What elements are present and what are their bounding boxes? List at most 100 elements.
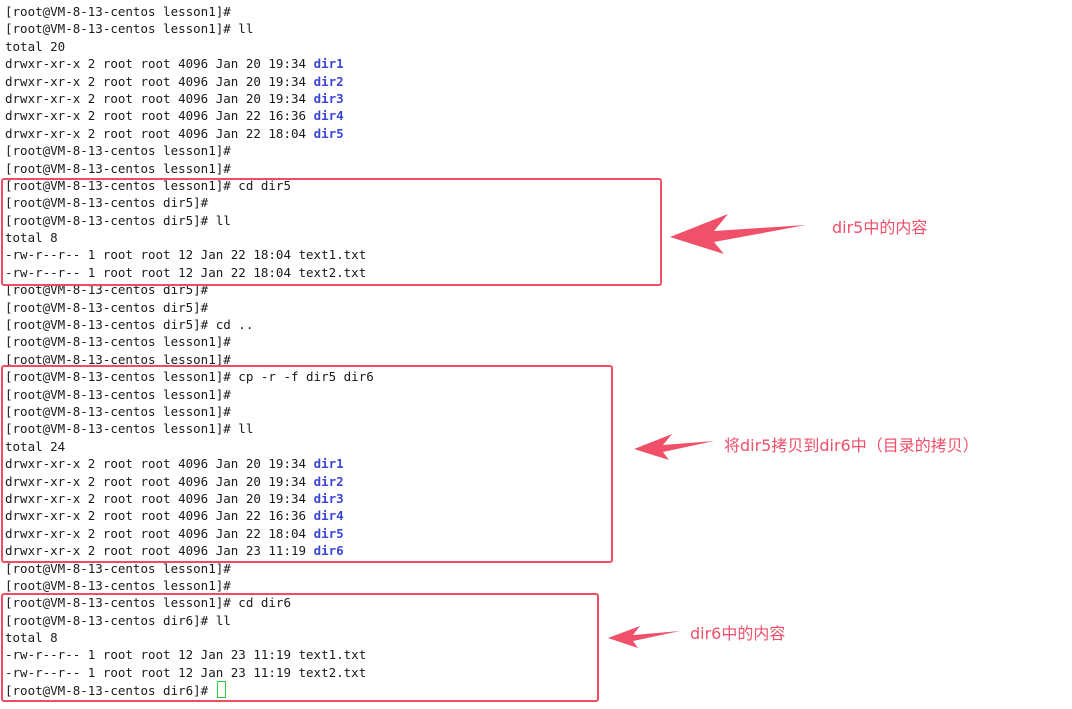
terminal-line: drwxr-xr-x 2 root root 4096 Jan 20 19:34… <box>5 55 374 72</box>
terminal-line: -rw-r--r-- 1 root root 12 Jan 22 18:04 t… <box>5 246 374 263</box>
terminal-output: [root@VM-8-13-centos lesson1]#[root@VM-8… <box>5 3 374 699</box>
terminal-line: [root@VM-8-13-centos dir5]# <box>5 194 374 211</box>
terminal-line-text: [root@VM-8-13-centos dir6]# ll <box>5 612 231 628</box>
terminal-line: total 8 <box>5 229 374 246</box>
terminal-line-text: [root@VM-8-13-centos lesson1]# <box>5 143 231 159</box>
directory-name: dir5 <box>313 125 344 141</box>
terminal-line-text: [root@VM-8-13-centos lesson1]# <box>5 577 231 593</box>
terminal-line-text: drwxr-xr-x 2 root root 4096 Jan 22 16:36 <box>5 108 314 124</box>
terminal-line: drwxr-xr-x 2 root root 4096 Jan 20 19:34… <box>5 490 374 507</box>
highlight-box-dir5 <box>1 178 662 286</box>
terminal-line-text: [root@VM-8-13-centos lesson1]# <box>5 334 231 350</box>
directory-name: dir6 <box>313 543 344 559</box>
terminal-line: [root@VM-8-13-centos lesson1]# cp -r -f … <box>5 368 374 385</box>
highlight-box-dir6 <box>1 593 599 702</box>
terminal-line-text: -rw-r--r-- 1 root root 12 Jan 23 11:19 t… <box>5 647 367 663</box>
terminal-line: [root@VM-8-13-centos dir5]# <box>5 281 374 298</box>
terminal-line-text: drwxr-xr-x 2 root root 4096 Jan 22 18:04 <box>5 525 314 541</box>
terminal-line: [root@VM-8-13-centos lesson1]# <box>5 577 374 594</box>
terminal-line: [root@VM-8-13-centos lesson1]# <box>5 142 374 159</box>
terminal-line: [root@VM-8-13-centos lesson1]# <box>5 3 374 20</box>
terminal-line: drwxr-xr-x 2 root root 4096 Jan 20 19:34… <box>5 73 374 90</box>
terminal-line-text: [root@VM-8-13-centos dir5]# <box>5 282 209 298</box>
terminal-line: [root@VM-8-13-centos lesson1]# <box>5 386 374 403</box>
arrow-left-icon <box>634 434 714 460</box>
terminal-line-text: [root@VM-8-13-centos lesson1]# ll <box>5 21 254 37</box>
terminal-line-text: [root@VM-8-13-centos lesson1]# ll <box>5 421 254 437</box>
cursor-icon <box>216 681 226 699</box>
terminal-line: total 20 <box>5 38 374 55</box>
terminal-line-text: drwxr-xr-x 2 root root 4096 Jan 20 19:34 <box>5 73 314 89</box>
terminal-line-text: -rw-r--r-- 1 root root 12 Jan 22 18:04 t… <box>5 247 367 263</box>
annotation-copy-dir5-to-dir6: 将dir5拷贝到dir6中（目录的拷贝） <box>724 436 979 455</box>
directory-name: dir3 <box>313 90 344 106</box>
terminal-line: [root@VM-8-13-centos lesson1]# <box>5 333 374 350</box>
directory-name: dir5 <box>313 525 344 541</box>
terminal-line-text: drwxr-xr-x 2 root root 4096 Jan 20 19:34 <box>5 490 314 506</box>
terminal-line: drwxr-xr-x 2 root root 4096 Jan 20 19:34… <box>5 455 374 472</box>
terminal-line: [root@VM-8-13-centos lesson1]# <box>5 351 374 368</box>
terminal-line: drwxr-xr-x 2 root root 4096 Jan 20 19:34… <box>5 90 374 107</box>
terminal-line-text: [root@VM-8-13-centos lesson1]# <box>5 4 231 19</box>
terminal-line-text: total 24 <box>5 438 66 454</box>
terminal-line: drwxr-xr-x 2 root root 4096 Jan 20 19:34… <box>5 473 374 490</box>
terminal-line-text: drwxr-xr-x 2 root root 4096 Jan 20 19:34 <box>5 456 314 472</box>
terminal-line-text: total 20 <box>5 38 66 54</box>
directory-name: dir3 <box>313 490 344 506</box>
terminal-line: drwxr-xr-x 2 root root 4096 Jan 22 18:04… <box>5 125 374 142</box>
terminal-line: [root@VM-8-13-centos lesson1]# cd dir5 <box>5 177 374 194</box>
terminal-line: -rw-r--r-- 1 root root 12 Jan 23 11:19 t… <box>5 646 374 663</box>
terminal-line-text: total 8 <box>5 230 58 246</box>
terminal-line: drwxr-xr-x 2 root root 4096 Jan 23 11:19… <box>5 542 374 559</box>
terminal-line-text: [root@VM-8-13-centos dir5]# <box>5 299 209 315</box>
terminal-line-text: [root@VM-8-13-centos dir5]# cd .. <box>5 317 254 333</box>
terminal-line: [root@VM-8-13-centos lesson1]# ll <box>5 20 374 37</box>
annotation-dir5-contents: dir5中的内容 <box>832 218 928 237</box>
terminal-line-text: [root@VM-8-13-centos dir5]# <box>5 195 209 211</box>
directory-name: dir4 <box>313 508 344 524</box>
terminal-line-text: -rw-r--r-- 1 root root 12 Jan 23 11:19 t… <box>5 664 367 680</box>
terminal-line-text: drwxr-xr-x 2 root root 4096 Jan 20 19:34 <box>5 473 314 489</box>
terminal-line: [root@VM-8-13-centos lesson1]# ll <box>5 420 374 437</box>
terminal-line-text: [root@VM-8-13-centos lesson1]# <box>5 560 231 576</box>
terminal-line: [root@VM-8-13-centos lesson1]# <box>5 560 374 577</box>
terminal-line: [root@VM-8-13-centos dir5]# cd .. <box>5 316 374 333</box>
highlight-box-copy <box>1 365 613 563</box>
terminal-line-text: drwxr-xr-x 2 root root 4096 Jan 20 19:34 <box>5 56 314 72</box>
terminal-line: drwxr-xr-x 2 root root 4096 Jan 22 16:36… <box>5 107 374 124</box>
directory-name: dir1 <box>313 456 344 472</box>
arrow-left-icon <box>670 214 806 254</box>
terminal-line: -rw-r--r-- 1 root root 12 Jan 23 11:19 t… <box>5 664 374 681</box>
terminal-line-text: -rw-r--r-- 1 root root 12 Jan 22 18:04 t… <box>5 264 367 280</box>
terminal-line: [root@VM-8-13-centos lesson1]# <box>5 160 374 177</box>
terminal-line-text: [root@VM-8-13-centos lesson1]# <box>5 386 231 402</box>
terminal-line: [root@VM-8-13-centos dir6]# ll <box>5 612 374 629</box>
directory-name: dir2 <box>313 473 344 489</box>
terminal-line-text: drwxr-xr-x 2 root root 4096 Jan 20 19:34 <box>5 90 314 106</box>
terminal-line-text: total 8 <box>5 630 58 646</box>
terminal-line: total 8 <box>5 629 374 646</box>
terminal-line-text: [root@VM-8-13-centos lesson1]# <box>5 403 231 419</box>
annotation-dir6-contents: dir6中的内容 <box>690 624 786 643</box>
terminal-line: [root@VM-8-13-centos dir6]# <box>5 681 374 699</box>
terminal-line: [root@VM-8-13-centos dir5]# ll <box>5 212 374 229</box>
terminal-line-text: drwxr-xr-x 2 root root 4096 Jan 22 18:04 <box>5 125 314 141</box>
terminal-line-text: [root@VM-8-13-centos lesson1]# <box>5 351 231 367</box>
terminal-line: drwxr-xr-x 2 root root 4096 Jan 22 18:04… <box>5 525 374 542</box>
terminal-line-text: [root@VM-8-13-centos lesson1]# cd dir5 <box>5 177 291 193</box>
terminal-line-text: drwxr-xr-x 2 root root 4096 Jan 22 16:36 <box>5 508 314 524</box>
directory-name: dir2 <box>313 73 344 89</box>
terminal-line: drwxr-xr-x 2 root root 4096 Jan 22 16:36… <box>5 507 374 524</box>
terminal-line: total 24 <box>5 438 374 455</box>
terminal-line-text: [root@VM-8-13-centos lesson1]# <box>5 160 231 176</box>
terminal-line: [root@VM-8-13-centos lesson1]# cd dir6 <box>5 594 374 611</box>
terminal-line-text: [root@VM-8-13-centos lesson1]# cp -r -f … <box>5 369 374 385</box>
terminal-line: [root@VM-8-13-centos lesson1]# <box>5 403 374 420</box>
directory-name: dir4 <box>313 108 344 124</box>
terminal-line: -rw-r--r-- 1 root root 12 Jan 22 18:04 t… <box>5 264 374 281</box>
terminal-line-text: [root@VM-8-13-centos dir5]# ll <box>5 212 231 228</box>
arrow-left-icon <box>608 626 680 648</box>
terminal-line-text: [root@VM-8-13-centos dir6]# <box>5 683 216 699</box>
terminal-line-text: [root@VM-8-13-centos lesson1]# cd dir6 <box>5 595 291 611</box>
